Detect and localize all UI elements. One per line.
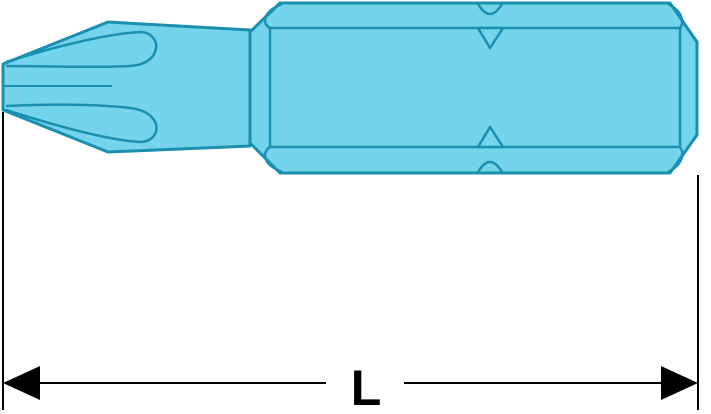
bit-flute-lower [5, 103, 158, 144]
detent-notch-upper [476, 26, 505, 50]
bit-tip [1, 20, 252, 154]
length-dimension: L [2, 112, 699, 414]
detent-notch-lower [476, 125, 505, 149]
dimension-label: L [351, 360, 382, 414]
bit-shank [248, 1, 699, 175]
shank-groove-top [476, 3, 504, 16]
shank-chamfer-right [667, 2, 684, 174]
screwdriver-bit [1, 1, 699, 175]
arrowhead-right-icon [661, 366, 698, 400]
bit-flute-upper [5, 30, 158, 69]
shank-chamfer-left [263, 2, 283, 174]
arrowhead-left-icon [3, 366, 40, 400]
shank-groove-bottom [476, 160, 504, 173]
